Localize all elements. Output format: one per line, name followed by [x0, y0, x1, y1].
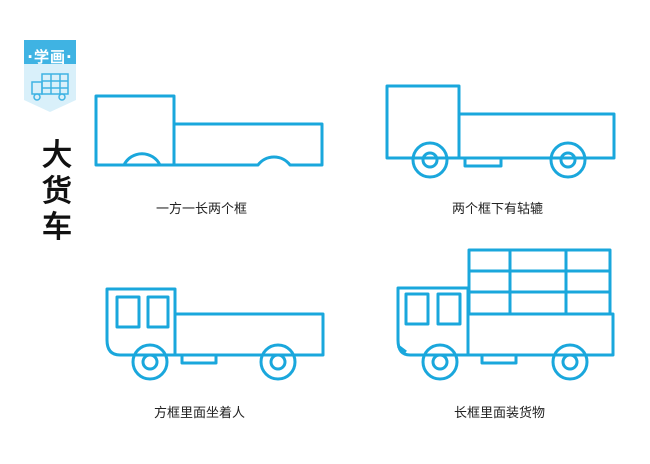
step-4-caption: 长框里面装货物 [454, 406, 546, 421]
title-char: 货 [42, 174, 72, 209]
badge-label: ·学画· [27, 48, 73, 66]
badge-truck-icon [24, 40, 76, 112]
step-3-drawing [105, 287, 325, 381]
step-3-caption: 方框里面坐着人 [154, 406, 246, 421]
step-1-drawing [94, 94, 324, 167]
step-1-caption: 一方一长两个框 [156, 202, 248, 217]
learn-draw-badge: ·学画· [18, 40, 82, 112]
title-char: 大 [42, 138, 72, 173]
step-4-drawing [396, 248, 615, 381]
title-char: 车 [42, 210, 72, 245]
step-2-drawing [385, 84, 616, 179]
step-2-caption: 两个框下有轱辘 [452, 202, 544, 217]
page-title: 大 货 车 [40, 138, 74, 246]
